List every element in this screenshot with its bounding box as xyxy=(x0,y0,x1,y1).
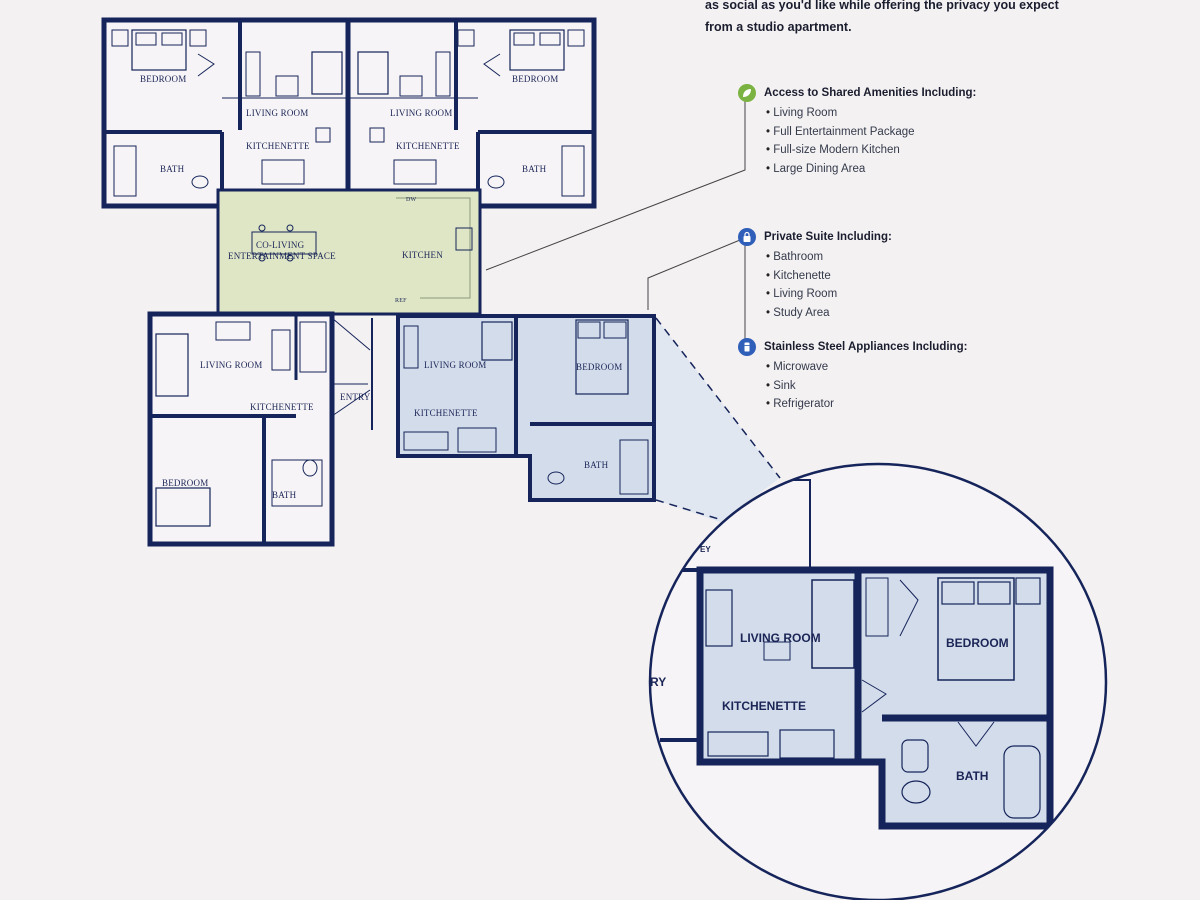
room-label: KITCHEN xyxy=(402,250,443,260)
zoom-room-label: EY xyxy=(700,545,711,554)
amenity-item: Large Dining Area xyxy=(766,160,1178,179)
lock-icon xyxy=(738,228,756,246)
suite-top-right: BEDROOM LIVING ROOM KITCHENETTE BATH xyxy=(345,17,597,209)
fridge-icon xyxy=(738,338,756,356)
amenity-item: Full Entertainment Package xyxy=(766,123,1178,142)
amenity-title: Access to Shared Amenities Including: xyxy=(764,87,977,99)
amenity-item: Bathroom xyxy=(766,248,1178,267)
coliving-space: CO-LIVING ENTERTAINMENT SPACE KITCHEN DW… xyxy=(216,188,482,316)
amenity-item: Kitchenette xyxy=(766,267,1178,286)
room-label: BEDROOM xyxy=(140,74,186,84)
room-label: LIVING ROOM xyxy=(424,360,486,370)
amenity-item: Living Room xyxy=(766,285,1178,304)
room-label: BATH xyxy=(522,164,547,174)
intro-text: as social as you'd like while offering t… xyxy=(705,0,1175,38)
room-label: BATH xyxy=(584,460,609,470)
room-label: BEDROOM xyxy=(162,478,208,488)
room-label: LIVING ROOM xyxy=(246,108,308,118)
room-label: BEDROOM xyxy=(512,74,558,84)
amenity-item: Sink xyxy=(766,377,1178,396)
amenity-title: Stainless Steel Appliances Including: xyxy=(764,341,968,353)
zoom-room-label: LIVING ROOM xyxy=(740,631,821,645)
amenity-section-shared: Access to Shared Amenities Including: Li… xyxy=(738,84,1178,178)
suite-bottom-right-highlighted: LIVING ROOM KITCHENETTE BEDROOM BATH xyxy=(396,314,656,502)
room-label: KITCHENETTE xyxy=(414,408,478,418)
amenity-item: Refrigerator xyxy=(766,395,1178,414)
appliance-label: REF xyxy=(395,298,407,304)
appliance-label: DW xyxy=(406,197,417,203)
room-label: BATH xyxy=(160,164,185,174)
zoom-detail: LIVING ROOM BEDROOM KITCHENETTE BATH RY … xyxy=(648,462,1108,900)
room-label: ENTRY xyxy=(340,392,371,402)
amenity-title: Private Suite Including: xyxy=(764,231,892,243)
zoom-room-label: KITCHENETTE xyxy=(722,699,806,713)
suite-bottom-left: LIVING ROOM KITCHENETTE BEDROOM BATH xyxy=(147,311,335,547)
amenity-item: Study Area xyxy=(766,304,1178,323)
intro-line: from a studio apartment. xyxy=(705,20,852,34)
entry-area: ENTRY xyxy=(331,317,373,430)
zoom-cone xyxy=(656,318,780,522)
amenity-item: Microwave xyxy=(766,358,1178,377)
amenity-item: Full-size Modern Kitchen xyxy=(766,141,1178,160)
room-label: KITCHENETTE xyxy=(396,141,460,151)
room-label: KITCHENETTE xyxy=(246,141,310,151)
zoom-room-label: BATH xyxy=(956,769,988,783)
room-label: KITCHENETTE xyxy=(250,402,314,412)
room-label: LIVING ROOM xyxy=(200,360,262,370)
intro-line: as social as you'd like while offering t… xyxy=(705,0,1059,12)
zoom-room-label: BEDROOM xyxy=(946,636,1009,650)
zoom-room-label: RY xyxy=(650,675,666,689)
suite-top-left: BEDROOM LIVING ROOM KITCHENETTE BATH xyxy=(101,17,351,209)
amenity-item: Living Room xyxy=(766,104,1178,123)
room-label: BEDROOM xyxy=(576,362,622,372)
room-label: BATH xyxy=(272,490,297,500)
room-label: LIVING ROOM xyxy=(390,108,452,118)
amenity-section-private: Private Suite Including: Bathroom Kitche… xyxy=(738,228,1178,322)
amenity-section-appliances: Stainless Steel Appliances Including: Mi… xyxy=(738,338,1178,414)
room-label: CO-LIVING xyxy=(256,240,305,250)
callout-lines xyxy=(485,96,746,350)
leaf-icon xyxy=(738,84,756,102)
room-label: ENTERTAINMENT SPACE xyxy=(228,251,336,261)
